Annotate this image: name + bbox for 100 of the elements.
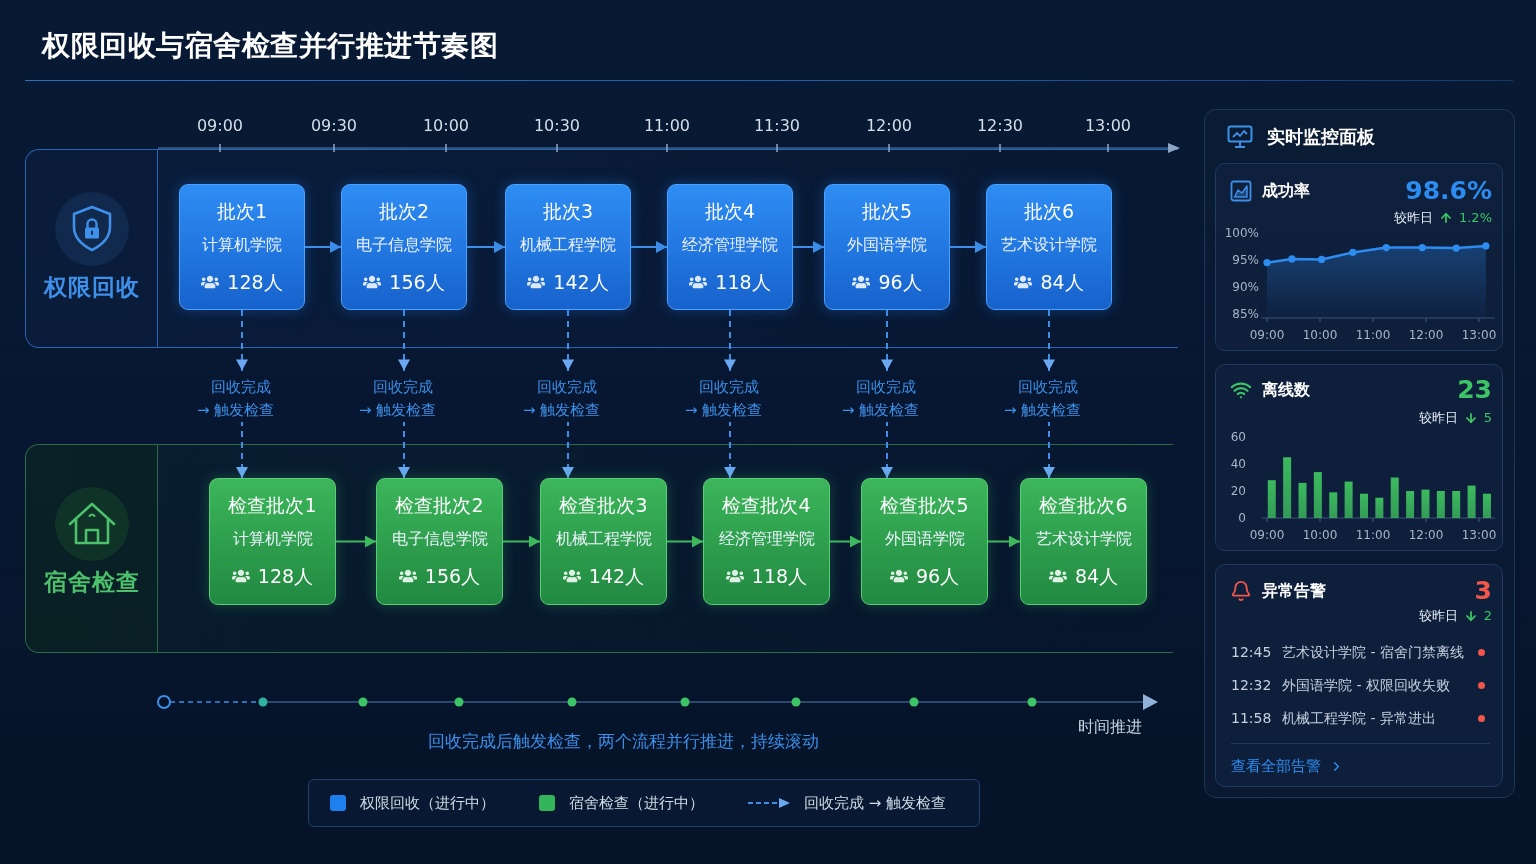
flow-arrow xyxy=(502,535,541,548)
batch-title: 检查批次4 xyxy=(722,493,811,517)
batch-title: 批次2 xyxy=(378,199,430,223)
axis-tick-label: 10:00 xyxy=(1302,528,1338,542)
college-name: 计算机学院 xyxy=(232,528,313,550)
bar xyxy=(1421,489,1430,518)
time-label: 11:30 xyxy=(752,116,802,136)
bar xyxy=(1267,480,1276,518)
alert-time: 12:32 xyxy=(1231,676,1273,695)
check-batch-card xyxy=(540,478,667,605)
college-name: 经济管理学院 xyxy=(718,528,815,550)
card-title: 成功率 xyxy=(1262,180,1310,202)
bar xyxy=(1329,492,1338,518)
check-batch-card xyxy=(376,478,503,605)
college-name: 机械工程学院 xyxy=(520,234,616,256)
member-count: 142人 xyxy=(553,270,609,295)
member-count: 84人 xyxy=(1074,564,1119,589)
batch-card xyxy=(667,184,793,310)
legend-label: 回收完成 → 触发检查 xyxy=(804,793,947,813)
axis-tick-label: 40 xyxy=(1230,457,1246,471)
view-all-link: 查看全部告警 xyxy=(1231,756,1344,776)
monitor-panel xyxy=(1204,109,1515,798)
batch-card xyxy=(505,184,631,310)
flow-arrow xyxy=(466,241,506,253)
point xyxy=(1482,242,1490,250)
axis-tick-label: 11:00 xyxy=(1355,328,1391,342)
flow-arrow xyxy=(335,535,377,548)
card-title: 离线数 xyxy=(1262,379,1310,401)
member-count: 84人 xyxy=(1040,270,1084,295)
bar xyxy=(1344,481,1353,518)
change-value: 5 xyxy=(1483,409,1492,427)
comparison-label: 较昨日 xyxy=(1418,607,1458,625)
batch-title: 检查批次3 xyxy=(559,493,648,517)
batch-card xyxy=(341,184,467,310)
college-name: 计算机学院 xyxy=(202,234,282,256)
bar xyxy=(1482,493,1491,518)
college-name: 经济管理学院 xyxy=(682,234,778,256)
batch-card xyxy=(179,184,305,310)
flow-arrow xyxy=(666,535,704,548)
axis-tick-label: 12:00 xyxy=(1408,528,1444,542)
alert-message: 外国语学院 - 权限回收失败 xyxy=(1282,676,1451,695)
flow-arrow xyxy=(949,241,987,253)
time-label: 11:00 xyxy=(642,116,692,136)
legend-label: 权限回收（进行中） xyxy=(360,793,495,813)
bar xyxy=(1375,497,1384,518)
bar xyxy=(1467,485,1476,518)
batch-title: 批次6 xyxy=(1023,199,1075,223)
axis-tick-label: 90% xyxy=(1232,280,1259,294)
alert-card xyxy=(1215,564,1503,787)
axis-tick-label: 85% xyxy=(1232,307,1259,321)
time-label: 09:30 xyxy=(309,116,359,136)
batch-title: 批次1 xyxy=(216,199,268,223)
point xyxy=(1349,248,1357,257)
member-count: 128人 xyxy=(257,564,314,589)
point xyxy=(1263,259,1271,267)
batch-title: 检查批次1 xyxy=(228,493,317,517)
axis-label: 时间推进 xyxy=(1078,716,1142,738)
time-label: 13:00 xyxy=(1083,116,1133,136)
alert-time: 12:45 xyxy=(1231,643,1273,662)
change-value: 2 xyxy=(1483,607,1492,625)
time-label: 10:30 xyxy=(532,116,582,136)
bar xyxy=(1436,491,1445,518)
member-count: 128人 xyxy=(227,270,283,295)
card-title: 异常告警 xyxy=(1262,580,1326,602)
legend-label: 宿舍检查（进行中） xyxy=(569,793,704,813)
bar xyxy=(1406,491,1415,518)
batch-title: 检查批次2 xyxy=(395,493,484,517)
swimlane xyxy=(25,444,1173,653)
flow-arrow xyxy=(304,241,342,253)
bar xyxy=(1390,477,1399,518)
check-batch-card xyxy=(703,478,830,605)
batch-title: 批次4 xyxy=(704,199,756,223)
check-batch-card xyxy=(1020,478,1147,605)
time-label: 10:00 xyxy=(421,116,471,136)
alert-message: 艺术设计学院 - 宿舍门禁离线 xyxy=(1282,643,1465,662)
axis-tick-label: 100% xyxy=(1224,226,1259,240)
flow-arrow xyxy=(987,535,1021,548)
axis-tick-label: 09:00 xyxy=(1249,528,1285,542)
point xyxy=(1452,244,1460,252)
metric-card xyxy=(1215,364,1503,551)
axis-tick-label: 09:00 xyxy=(1249,328,1285,342)
member-count: 156人 xyxy=(389,270,445,295)
bar xyxy=(1452,491,1461,518)
alert-message: 机械工程学院 - 异常进出 xyxy=(1282,709,1437,728)
batch-title: 检查批次5 xyxy=(880,493,969,517)
member-count: 96人 xyxy=(878,270,922,295)
point xyxy=(1288,255,1296,263)
axis-tick-label: 12:00 xyxy=(1408,328,1444,342)
metric-value: 23 xyxy=(1457,374,1492,406)
member-count: 96人 xyxy=(915,564,960,589)
college-name: 艺术设计学院 xyxy=(1001,234,1097,256)
batch-title: 检查批次6 xyxy=(1039,493,1128,517)
bar xyxy=(1298,482,1307,518)
change-value: 1.2% xyxy=(1458,209,1492,227)
batch-title: 批次3 xyxy=(542,199,594,223)
axis-tick-label: 60 xyxy=(1230,430,1246,444)
member-count: 118人 xyxy=(715,270,771,295)
alert-time: 11:58 xyxy=(1231,709,1273,728)
metric-value: 98.6% xyxy=(1405,175,1492,207)
lane-title: 宿舍检查 xyxy=(43,569,140,595)
